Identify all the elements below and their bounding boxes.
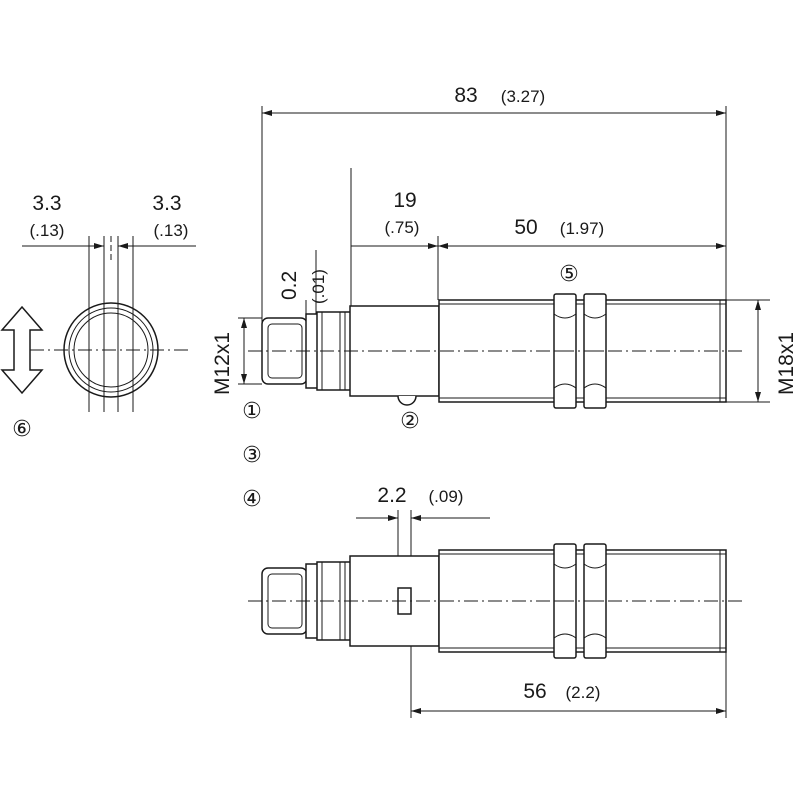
- front-view-ring: [68, 307, 154, 393]
- side-view: 83 (3.27) 19 (.75) 50 (1.97) 0.2 (.01) M…: [211, 84, 798, 511]
- adjustment-double-arrow-icon: [0, 305, 44, 395]
- threaded-section-value: 50: [514, 216, 537, 239]
- overall-length-inch: (3.27): [501, 87, 545, 106]
- callout-3: ③: [242, 442, 262, 467]
- slot-width-value: 2.2: [377, 484, 406, 507]
- connector-section-value: 19: [393, 189, 416, 212]
- offset-right-inch: (.13): [154, 221, 189, 240]
- slot-width-inch: (.09): [429, 487, 464, 506]
- slot-to-end-value: 56: [523, 680, 546, 703]
- overall-length-value: 83: [454, 84, 477, 107]
- threaded-housing-lower: [438, 549, 727, 653]
- threaded-section-inch: (1.97): [560, 219, 604, 238]
- front-view-outer-circle: [63, 302, 159, 398]
- callout-4: ④: [242, 486, 262, 511]
- side-view-slot: 2.2 (.09) 56 (2.2): [248, 484, 742, 718]
- callout-2: ②: [400, 408, 420, 433]
- offset-left-inch: (.13): [30, 221, 65, 240]
- connector-section-inch: (.75): [385, 218, 420, 237]
- front-view: 3.3 (.13) 3.3 (.13) ⑥: [0, 192, 196, 441]
- sensor-slot: [397, 395, 417, 406]
- flange-step-value: 0.2: [278, 271, 301, 300]
- threaded-housing: [438, 299, 727, 403]
- offset-left-value: 3.3: [32, 192, 61, 215]
- callout-5: ⑤: [559, 261, 579, 286]
- housing-thread-label: M18x1: [775, 332, 798, 395]
- flange-step-inch: (.01): [309, 269, 328, 304]
- front-view-inner-circle: [73, 312, 149, 388]
- callout-1: ①: [242, 398, 262, 423]
- slot-to-end-inch: (2.2): [566, 683, 601, 702]
- connector-thread-label: M12x1: [211, 332, 234, 395]
- callout-6: ⑥: [12, 416, 32, 441]
- offset-right-value: 3.3: [152, 192, 181, 215]
